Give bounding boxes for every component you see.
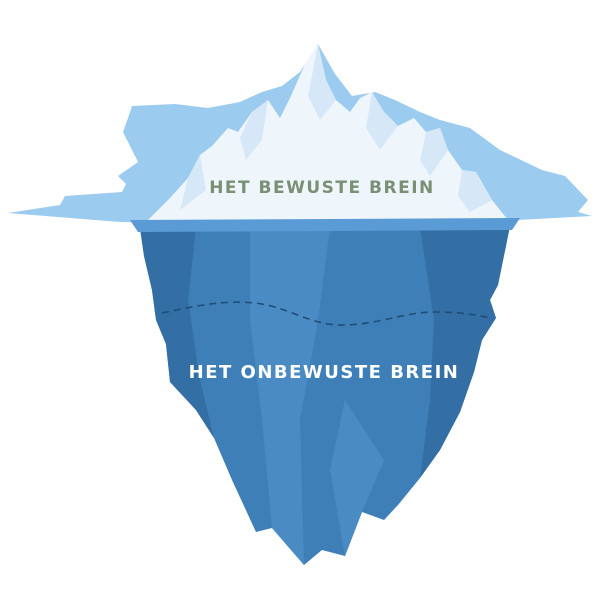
waterline	[130, 218, 520, 232]
conscious-brain-label: HET BEWUSTE BREIN	[209, 178, 435, 198]
snow-facet-1	[308, 44, 336, 120]
snow-facet-2	[366, 92, 398, 150]
iceberg-underwater	[140, 226, 510, 565]
snow-facet-6	[180, 155, 206, 210]
underwater-facet-lower	[330, 400, 384, 556]
underwater-facet-right	[420, 226, 510, 478]
divider-dashed-line	[161, 301, 491, 326]
unconscious-brain-label: HET ONBEWUSTE BREIN	[189, 362, 460, 383]
underwater-facet-center	[250, 228, 330, 565]
underwater-facet-left	[140, 228, 214, 438]
snow-facet-4	[420, 128, 448, 176]
snow-facet-3	[240, 100, 268, 160]
snow-cap	[148, 44, 508, 220]
snow-facet-5	[458, 170, 492, 212]
